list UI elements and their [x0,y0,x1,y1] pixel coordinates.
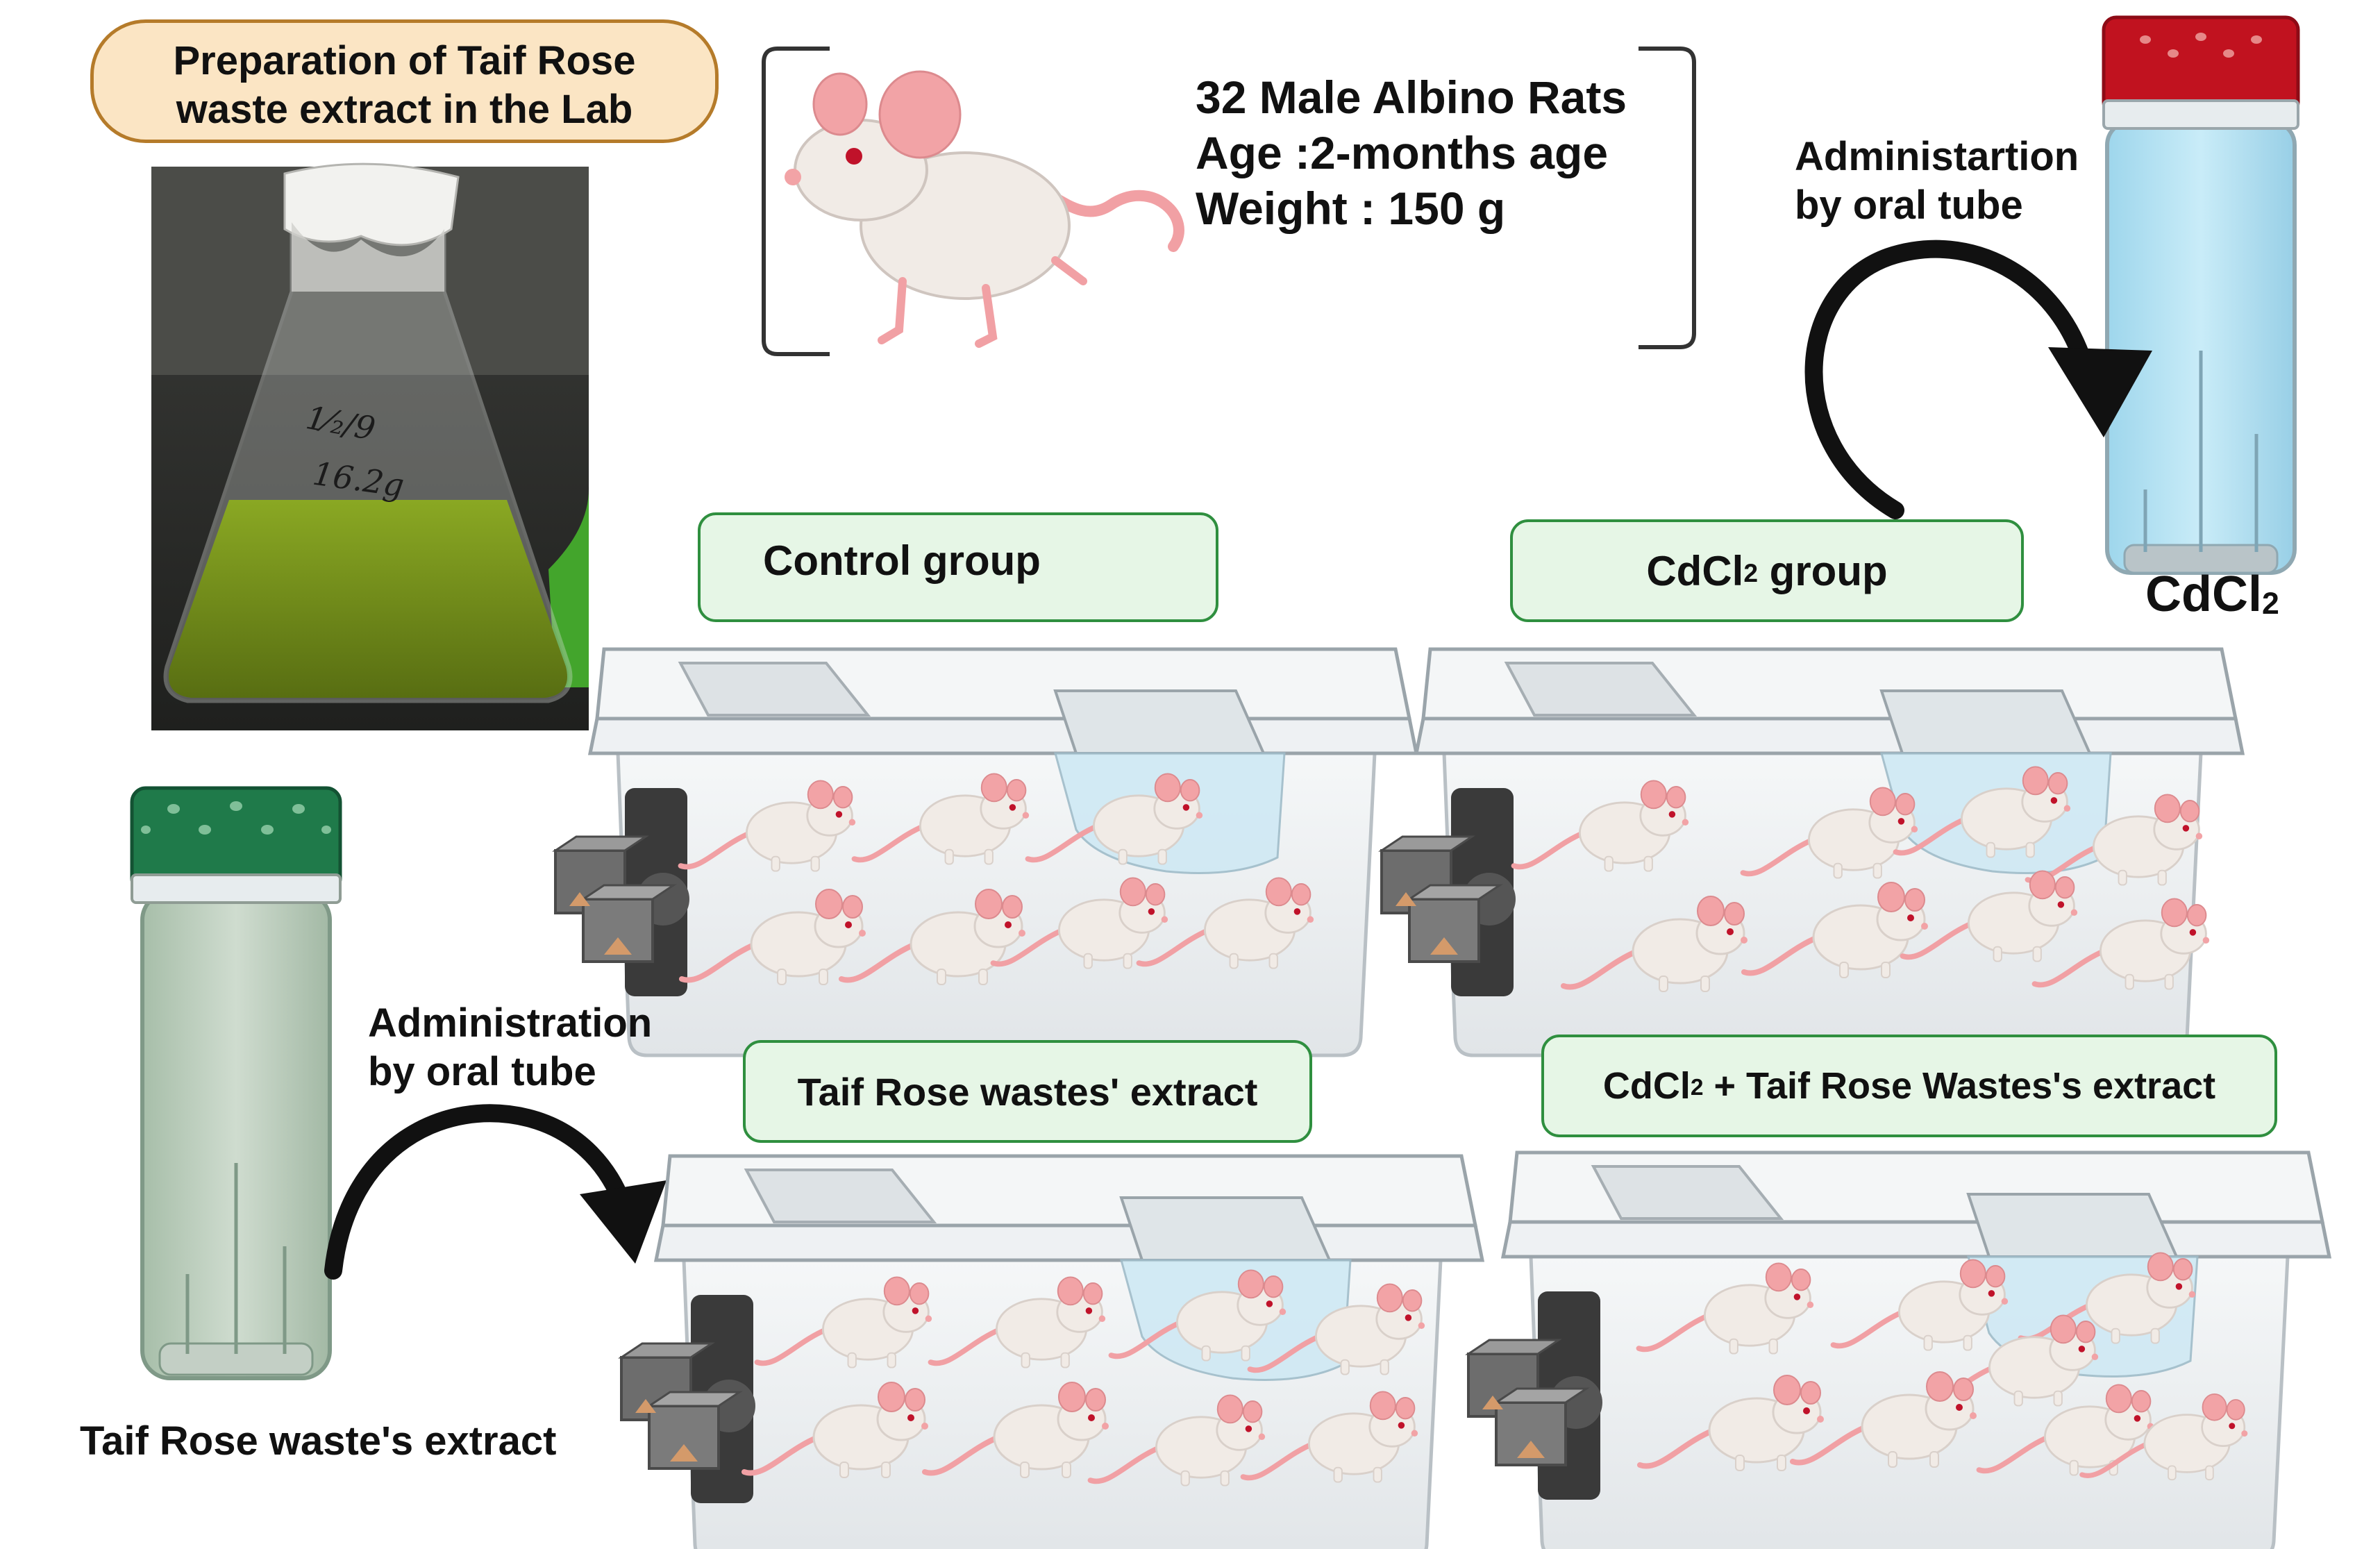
bottom-admin-line1: Administration [368,1000,653,1046]
group-label-cdcl2-prefix: CdCl [1646,547,1744,594]
rat-info-bracket [762,47,1696,356]
cage-extract [621,1156,1482,1549]
rat-count: 32 Male Albino Rats [1196,72,1627,123]
prep-label: Preparation of Taif Rose waste extract i… [90,19,719,143]
extract-tube-label: Taif Rose waste's extract [80,1418,557,1464]
cdcl2-tube-label: CdCl2 [2145,566,2279,623]
group-label-extract: Taif Rose wastes' extract [743,1040,1312,1143]
group-label-extract-text: Taif Rose wastes' extract [797,1069,1258,1114]
group-label-combo-prefix: CdCl [1602,1065,1691,1107]
cdcl2-tube-label-sub: 2 [2261,587,2279,621]
cdcl2-tube-label-text: CdCl [2145,567,2262,622]
top-admin-line2: by oral tube [1795,183,2023,228]
prep-label-line1: Preparation of Taif Rose [173,38,636,83]
cage-combo [1468,1153,2329,1549]
group-label-control: Control group [698,512,1218,622]
cage-cdcl2 [1382,649,2243,1055]
rat-age: Age :2-months age [1196,127,1609,178]
rat-illustration [785,70,1184,348]
group-label-combo-suffix: + Taif Rose Wastes's extract [1703,1065,2216,1107]
group-label-combo-sub: 2 [1690,1075,1704,1101]
cdcl2-tube [2102,15,2300,575]
group-label-control-text: Control group [763,537,1041,584]
cage-control [555,649,1416,1055]
bottom-admin-arrow [324,1104,667,1280]
bottom-admin-line2: by oral tube [368,1049,596,1094]
group-label-cdcl2-sub: 2 [1743,558,1759,588]
flask-photo: 1⁄₂/9 16.2g [151,162,589,730]
group-label-cdcl2-suffix: group [1758,547,1888,594]
extract-tube [130,786,342,1380]
prep-label-line2: waste extract in the Lab [176,87,633,132]
top-admin-line1: Administartion [1795,134,2079,179]
rat-weight: Weight : 150 g [1196,183,1506,234]
top-admin-arrow [1804,240,2152,519]
